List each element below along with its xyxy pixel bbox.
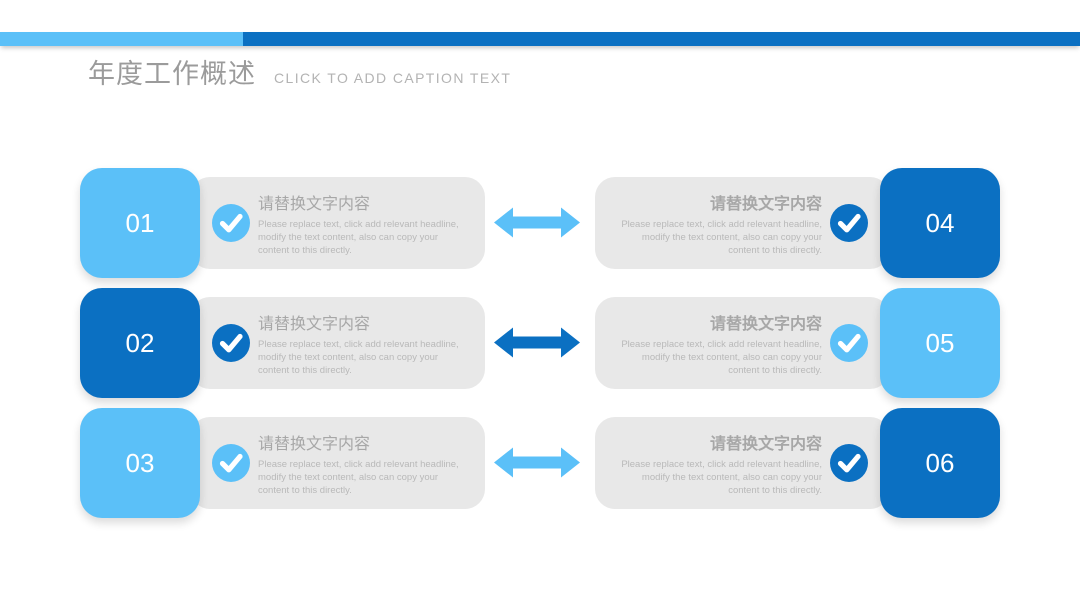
number-box: 04 [880,168,1000,278]
card-panel: 请替换文字内容 Please replace text, click add r… [190,417,485,509]
card-panel: 请替换文字内容 Please replace text, click add r… [595,177,890,269]
card-texts: 请替换文字内容 Please replace text, click add r… [616,430,822,497]
caption-placeholder[interactable]: CLICK TO ADD CAPTION TEXT [274,70,512,86]
check-icon [830,324,868,362]
card-title-placeholder[interactable]: 请替换文字内容 [258,315,371,333]
check-icon [212,444,250,482]
check-icon [830,444,868,482]
card-title-placeholder[interactable]: 请替换文字内容 [709,435,822,453]
number-box: 02 [80,288,200,398]
number-box: 05 [880,288,1000,398]
card-body-placeholder[interactable]: Please replace text, click add relevant … [621,338,822,376]
number-box: 01 [80,168,200,278]
card-panel: 请替换文字内容 Please replace text, click add r… [595,297,890,389]
slide-header: 年度工作概述 CLICK TO ADD CAPTION TEXT [88,52,511,91]
row: 03 请替换文字内容 Please replace text, click ad… [0,408,1080,518]
card-panel: 请替换文字内容 Please replace text, click add r… [190,297,485,389]
double-arrow-icon [494,446,580,479]
check-icon [212,324,250,362]
accent-bar-light-segment [0,32,243,46]
accent-bar-dark-segment [243,32,1080,46]
card-number: 02 [125,327,155,358]
card-number: 01 [125,207,155,238]
card-texts: 请替换文字内容 Please replace text, click add r… [616,310,822,377]
card-body-placeholder[interactable]: Please replace text, click add relevant … [621,458,822,496]
double-arrow-icon [494,206,580,239]
card-title-placeholder[interactable]: 请替换文字内容 [709,195,822,213]
card-texts: 请替换文字内容 Please replace text, click add r… [258,430,464,497]
number-box: 03 [80,408,200,518]
card-body-placeholder[interactable]: Please replace text, click add relevant … [258,338,459,376]
card-panel: 请替换文字内容 Please replace text, click add r… [190,177,485,269]
slide-title: 年度工作概述 [88,59,256,89]
card-body-placeholder[interactable]: Please replace text, click add relevant … [258,218,459,256]
card-number: 03 [125,447,155,478]
card-panel: 请替换文字内容 Please replace text, click add r… [595,417,890,509]
rows: 01 请替换文字内容 Please replace text, click ad… [0,168,1080,528]
card-number: 04 [925,207,955,238]
card-title-placeholder[interactable]: 请替换文字内容 [709,315,822,333]
header-accent-bar [0,32,1080,46]
card-number: 05 [925,327,955,358]
card-title-placeholder[interactable]: 请替换文字内容 [258,435,371,453]
card-body-placeholder[interactable]: Please replace text, click add relevant … [621,218,822,256]
check-icon [212,204,250,242]
row: 01 请替换文字内容 Please replace text, click ad… [0,168,1080,278]
row: 02 请替换文字内容 Please replace text, click ad… [0,288,1080,398]
card-number: 06 [925,447,955,478]
number-box: 06 [880,408,1000,518]
card-texts: 请替换文字内容 Please replace text, click add r… [258,310,464,377]
double-arrow-icon [494,326,580,359]
card-body-placeholder[interactable]: Please replace text, click add relevant … [258,458,459,496]
card-texts: 请替换文字内容 Please replace text, click add r… [258,190,464,257]
card-title-placeholder[interactable]: 请替换文字内容 [258,195,371,213]
card-texts: 请替换文字内容 Please replace text, click add r… [616,190,822,257]
check-icon [830,204,868,242]
